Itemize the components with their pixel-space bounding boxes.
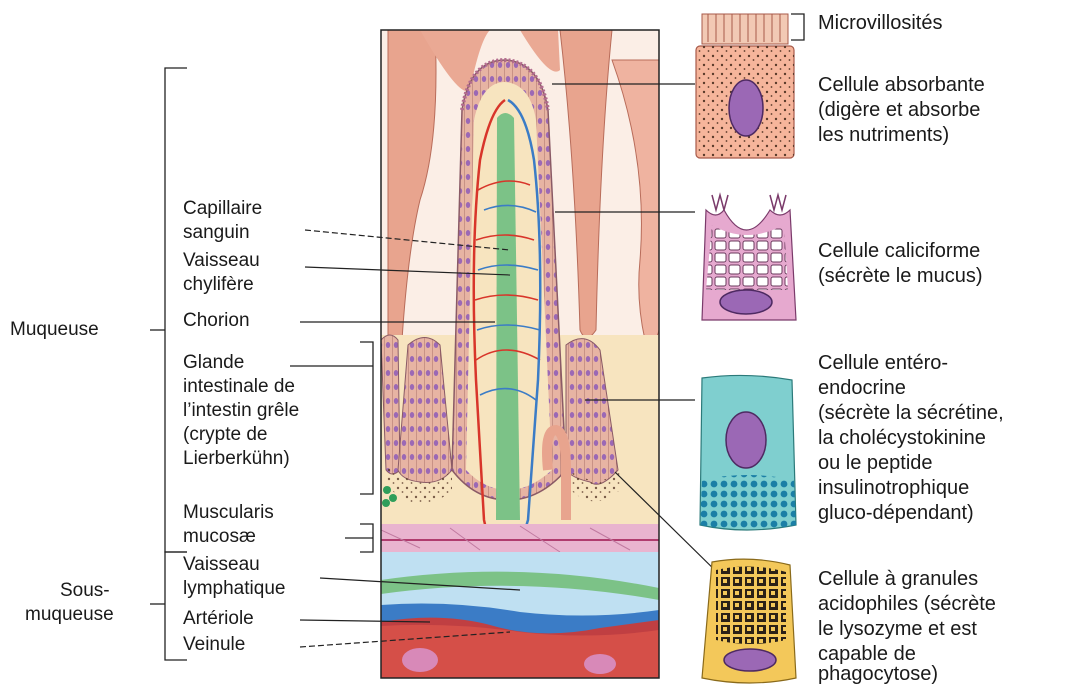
- label-lymph-2: lymphatique: [183, 578, 285, 600]
- label-sous-muqueuse-1: Sous-: [60, 580, 110, 602]
- glande-bracket: [360, 342, 373, 494]
- nucleus: [726, 412, 766, 468]
- label-absorbante-2: (digère et absorbe: [818, 99, 980, 121]
- label-microvillosites: Microvillosités: [818, 12, 942, 34]
- cell-absorptive: [696, 14, 794, 158]
- label-entero-2: endocrine: [818, 377, 906, 399]
- label-entero-5: ou le peptide: [818, 452, 933, 474]
- tissue-panel: [381, 30, 659, 678]
- label-absorbante-3: les nutriments): [818, 124, 949, 146]
- label-entero-7: gluco-dépendant): [818, 502, 974, 524]
- label-granules-1: Cellule à granules: [818, 568, 978, 590]
- label-muqueuse: Muqueuse: [10, 319, 99, 341]
- cell-enteroendocrine: [700, 375, 796, 530]
- label-entero-1: Cellule entéro-: [818, 352, 948, 374]
- label-lymph-1: Vaisseau: [183, 554, 260, 576]
- label-entero-6: insulinotrophique: [818, 477, 969, 499]
- label-glande-2: intestinale de: [183, 376, 295, 398]
- label-muscularis-2: mucosæ: [183, 526, 256, 548]
- label-capillaire-2: sanguin: [183, 222, 250, 244]
- label-granules-3: le lysozyme et est: [818, 618, 977, 640]
- label-absorbante-1: Cellule absorbante: [818, 74, 985, 96]
- label-granules-4: capable de: [818, 643, 916, 665]
- label-chorion: Chorion: [183, 310, 250, 332]
- microvilli-bracket: [791, 14, 804, 40]
- label-chylifere-2: chylifère: [183, 274, 254, 296]
- label-granules-2: acidophiles (sécrète: [818, 593, 996, 615]
- label-arteriole: Artériole: [183, 608, 254, 630]
- label-caliciforme-1: Cellule caliciforme: [818, 240, 980, 262]
- label-caliciforme-2: (sécrète le mucus): [818, 265, 983, 287]
- label-veinule: Veinule: [183, 634, 245, 656]
- label-glande-5: Lierberkühn): [183, 448, 290, 470]
- label-glande-3: l’intestin grêle: [183, 400, 299, 422]
- muscularis-mucosae: [381, 524, 659, 552]
- label-muscularis-1: Muscularis: [183, 502, 274, 524]
- cell-body: [584, 654, 616, 674]
- cell-paneth: [702, 559, 796, 683]
- label-granules-5: phagocytose): [818, 663, 938, 685]
- nucleus: [729, 80, 763, 136]
- cell-body: [402, 648, 438, 672]
- nucleus: [720, 290, 772, 314]
- label-capillaire-1: Capillaire: [183, 198, 262, 220]
- label-sous-muqueuse-2: muqueuse: [25, 604, 114, 626]
- cell-goblet: [702, 195, 796, 320]
- nucleus: [724, 649, 776, 671]
- label-glande-4: (crypte de: [183, 424, 267, 446]
- label-glande-1: Glande: [183, 352, 244, 374]
- label-chylifere-1: Vaisseau: [183, 250, 260, 272]
- label-entero-4: la cholécystokinine: [818, 427, 986, 449]
- label-entero-3: (sécrète la sécrétine,: [818, 402, 1004, 424]
